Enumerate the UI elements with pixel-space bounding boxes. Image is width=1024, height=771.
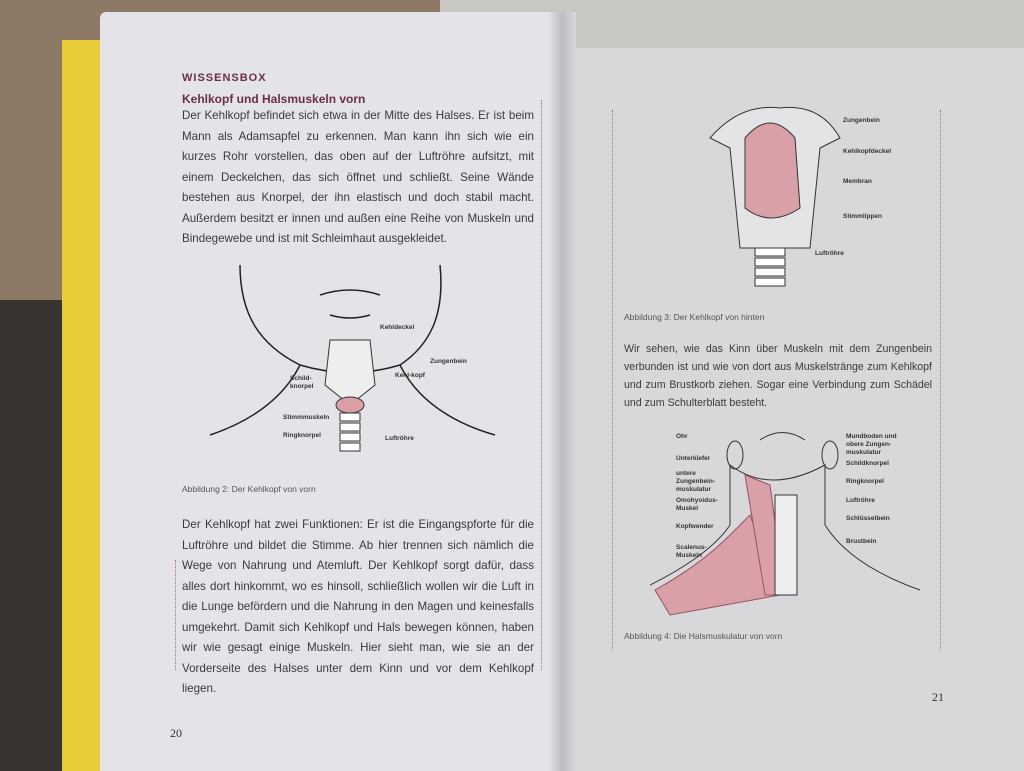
label-stimmmuskeln: Stimmmuskeln — [283, 414, 330, 421]
label-luftroehre-r: Luftröhre — [846, 497, 875, 504]
box-border — [175, 560, 176, 670]
label-untere-zungenbeinmuskulatur: untere Zungenbein-muskulatur — [676, 470, 715, 493]
label-luftroehre-back: Luftröhre — [815, 250, 844, 257]
figure-4-caption: Abbildung 4: Die Halsmuskulatur von vorn — [624, 631, 783, 641]
label-kehlkopf: Kehl-kopf — [395, 372, 425, 379]
label-membran: Membran — [843, 178, 872, 185]
left-page — [100, 12, 562, 771]
paragraph-3: Wir sehen, wie das Kinn über Muskeln mit… — [624, 343, 932, 409]
label-kehlkopfdeckel: Kehlkopfdeckel — [843, 148, 892, 155]
wissensbox-label: WISSENSBOX — [182, 72, 267, 84]
label-omohyoidus: Omohyoidus-Muskel — [676, 497, 718, 512]
label-zungenbein-back: Zungenbein — [843, 117, 880, 124]
figure-2-caption: Abbildung 2: Der Kehlkopf von vorn — [182, 484, 316, 494]
label-luftroehre: Luftröhre — [385, 435, 414, 442]
book-gutter — [548, 12, 576, 771]
label-unterkiefer: Unterkiefer — [676, 455, 711, 462]
label-zungenbein: Zungenbein — [430, 358, 467, 365]
label-ringknorpel: Ringknorpel — [283, 432, 321, 439]
larynx-back-illustration — [709, 106, 841, 287]
paragraph-1: Der Kehlkopf befindet sich etwa in der M… — [182, 109, 534, 245]
box-border — [612, 110, 613, 650]
box-border — [541, 100, 542, 670]
label-ringknorpel-r: Ringknorpel — [846, 478, 884, 485]
larynx-front-illustration — [209, 264, 496, 452]
label-kopfwender: Kopfwender — [676, 523, 714, 530]
box-border — [940, 110, 941, 650]
page-number-left: 20 — [170, 726, 182, 740]
label-kehldeckel: Kehldeckel — [380, 324, 415, 331]
label-schluesselbein: Schlüsselbein — [846, 515, 890, 522]
section-heading: Kehlkopf und Halsmuskeln vorn — [182, 92, 366, 106]
label-schildknorpel-r: Schildknorpel — [846, 460, 889, 467]
page-number-right: 21 — [932, 690, 944, 704]
label-mundboden: Mundboden und obere Zungen-muskulatur — [846, 433, 897, 456]
label-brustbein: Brustbein — [846, 538, 877, 545]
label-ohr: Ohr — [676, 433, 688, 440]
label-scalenus: Scalenus-Muskeln — [676, 544, 707, 559]
label-schildknorpel: Schild-knorpel — [290, 375, 314, 390]
figure-3-caption: Abbildung 3: Der Kehlkopf von hinten — [624, 312, 765, 322]
label-stimmlippen: Stimmlippen — [843, 213, 883, 220]
paragraph-2: Der Kehlkopf hat zwei Funktionen: Er ist… — [182, 518, 534, 695]
neck-muscles-illustration — [650, 432, 921, 616]
